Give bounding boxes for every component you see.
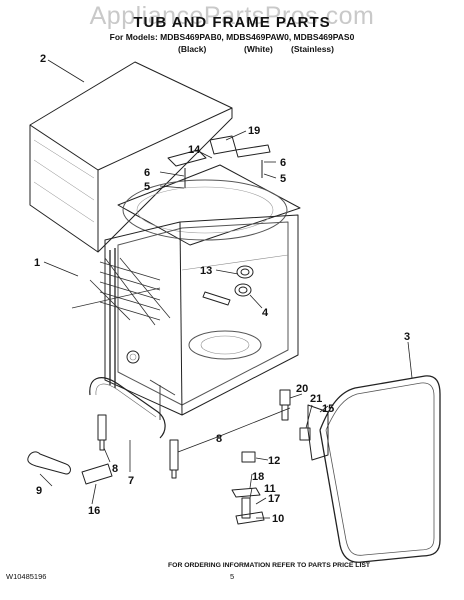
top-brackets bbox=[167, 135, 271, 188]
callout-2: 2 bbox=[40, 53, 46, 65]
insulation-blanket bbox=[29, 61, 233, 253]
tub-frame bbox=[104, 214, 299, 420]
small-parts bbox=[27, 389, 329, 525]
watermark: AppliancePartsPros.com bbox=[89, 2, 375, 30]
callout-20: 20 bbox=[296, 383, 308, 395]
callout-9: 9 bbox=[36, 485, 42, 497]
page-number: 5 bbox=[230, 572, 235, 581]
callout-4: 4 bbox=[262, 307, 269, 319]
callout-17: 17 bbox=[268, 493, 280, 505]
callout-8-right: 8 bbox=[216, 433, 222, 445]
rack-rails bbox=[71, 257, 171, 326]
callout-6-right: 6 bbox=[280, 157, 286, 169]
callout-6-left: 6 bbox=[144, 167, 150, 179]
callout-3: 3 bbox=[404, 331, 410, 343]
callout-15: 15 bbox=[322, 403, 334, 415]
vent-assembly bbox=[202, 265, 254, 306]
leader-lines bbox=[39, 59, 413, 519]
callout-19: 19 bbox=[248, 125, 260, 137]
tub-top bbox=[117, 164, 301, 246]
callout-12: 12 bbox=[268, 455, 280, 467]
finish-black-label: (Black) bbox=[178, 44, 207, 54]
door-gasket bbox=[319, 375, 441, 563]
document-number: W10485196 bbox=[6, 572, 47, 581]
callout-18: 18 bbox=[252, 471, 264, 483]
callout-13: 13 bbox=[200, 265, 212, 277]
callout-1: 1 bbox=[34, 257, 40, 269]
finish-stainless-label: (Stainless) bbox=[291, 44, 334, 54]
lower-rail bbox=[89, 377, 166, 439]
ordering-note: FOR ORDERING INFORMATION REFER TO PARTS … bbox=[168, 562, 371, 569]
callout-5-right: 5 bbox=[280, 173, 286, 185]
callout-10: 10 bbox=[272, 513, 284, 525]
callout-8-left: 8 bbox=[112, 463, 118, 475]
callout-5-left: 5 bbox=[144, 181, 150, 193]
callout-7: 7 bbox=[128, 475, 134, 487]
callout-21: 21 bbox=[310, 393, 322, 405]
callout-11: 11 bbox=[264, 483, 276, 495]
callout-16: 16 bbox=[88, 505, 100, 517]
finish-white-label: (White) bbox=[244, 44, 273, 54]
diagram-title: TUB AND FRAME PARTS bbox=[133, 14, 331, 31]
callout-labels: 2 19 14 6 6 5 5 1 13 4 3 20 21 15 8 12 1… bbox=[34, 53, 410, 525]
callout-14: 14 bbox=[188, 144, 201, 156]
model-list: For Models: MDBS469PAB0, MDBS469PAW0, MD… bbox=[109, 32, 355, 42]
